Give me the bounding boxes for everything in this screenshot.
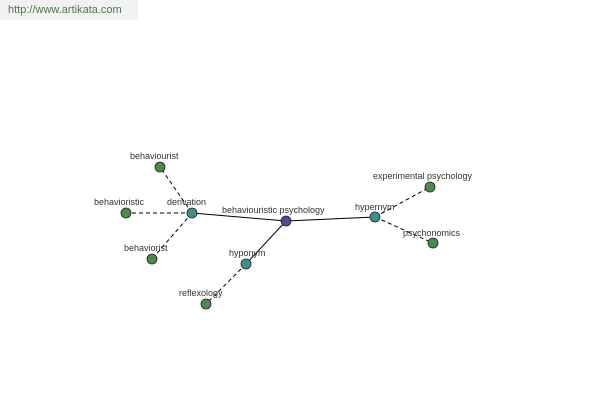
edge-hyponym-reflexology (205, 263, 247, 305)
label-behaviorist: behaviorist (124, 243, 168, 253)
label-behavioristic: behavioristic (94, 197, 145, 207)
node-behaviorist[interactable] (146, 253, 158, 265)
node-behaviourist[interactable] (154, 161, 166, 173)
node-behavioristic[interactable] (120, 207, 132, 219)
edge-derivation-behaviourist (159, 166, 193, 214)
label-psychonomics: psychonomics (403, 228, 461, 238)
edge-hypernym-psychonomics (374, 216, 434, 244)
label-derivation: derivation (167, 197, 206, 207)
edge-hypernym-experimental-psychology (374, 186, 431, 218)
node-hyponym[interactable] (240, 258, 252, 270)
label-reflexology: reflexology (179, 288, 223, 298)
label-hypernym: hypernym (355, 202, 395, 212)
label-hyponym: hyponym (229, 248, 266, 258)
node-center[interactable] (280, 215, 292, 227)
node-psychonomics[interactable] (427, 237, 439, 249)
edge-derivation-behaviorist (151, 212, 193, 260)
label-experimental-psychology: experimental psychology (373, 171, 473, 181)
node-derivation[interactable] (186, 207, 198, 219)
site-url-banner[interactable]: http://www.artikata.com (0, 0, 138, 20)
edge-center-derivation (191, 212, 287, 222)
edge-center-hyponym (245, 220, 287, 265)
node-reflexology[interactable] (200, 298, 212, 310)
node-experimental-psychology[interactable] (424, 181, 436, 193)
label-center: behaviouristic psychology (222, 205, 325, 215)
edge-center-hypernym (285, 216, 376, 222)
label-behaviourist: behaviourist (130, 151, 179, 161)
node-hypernym[interactable] (369, 211, 381, 223)
